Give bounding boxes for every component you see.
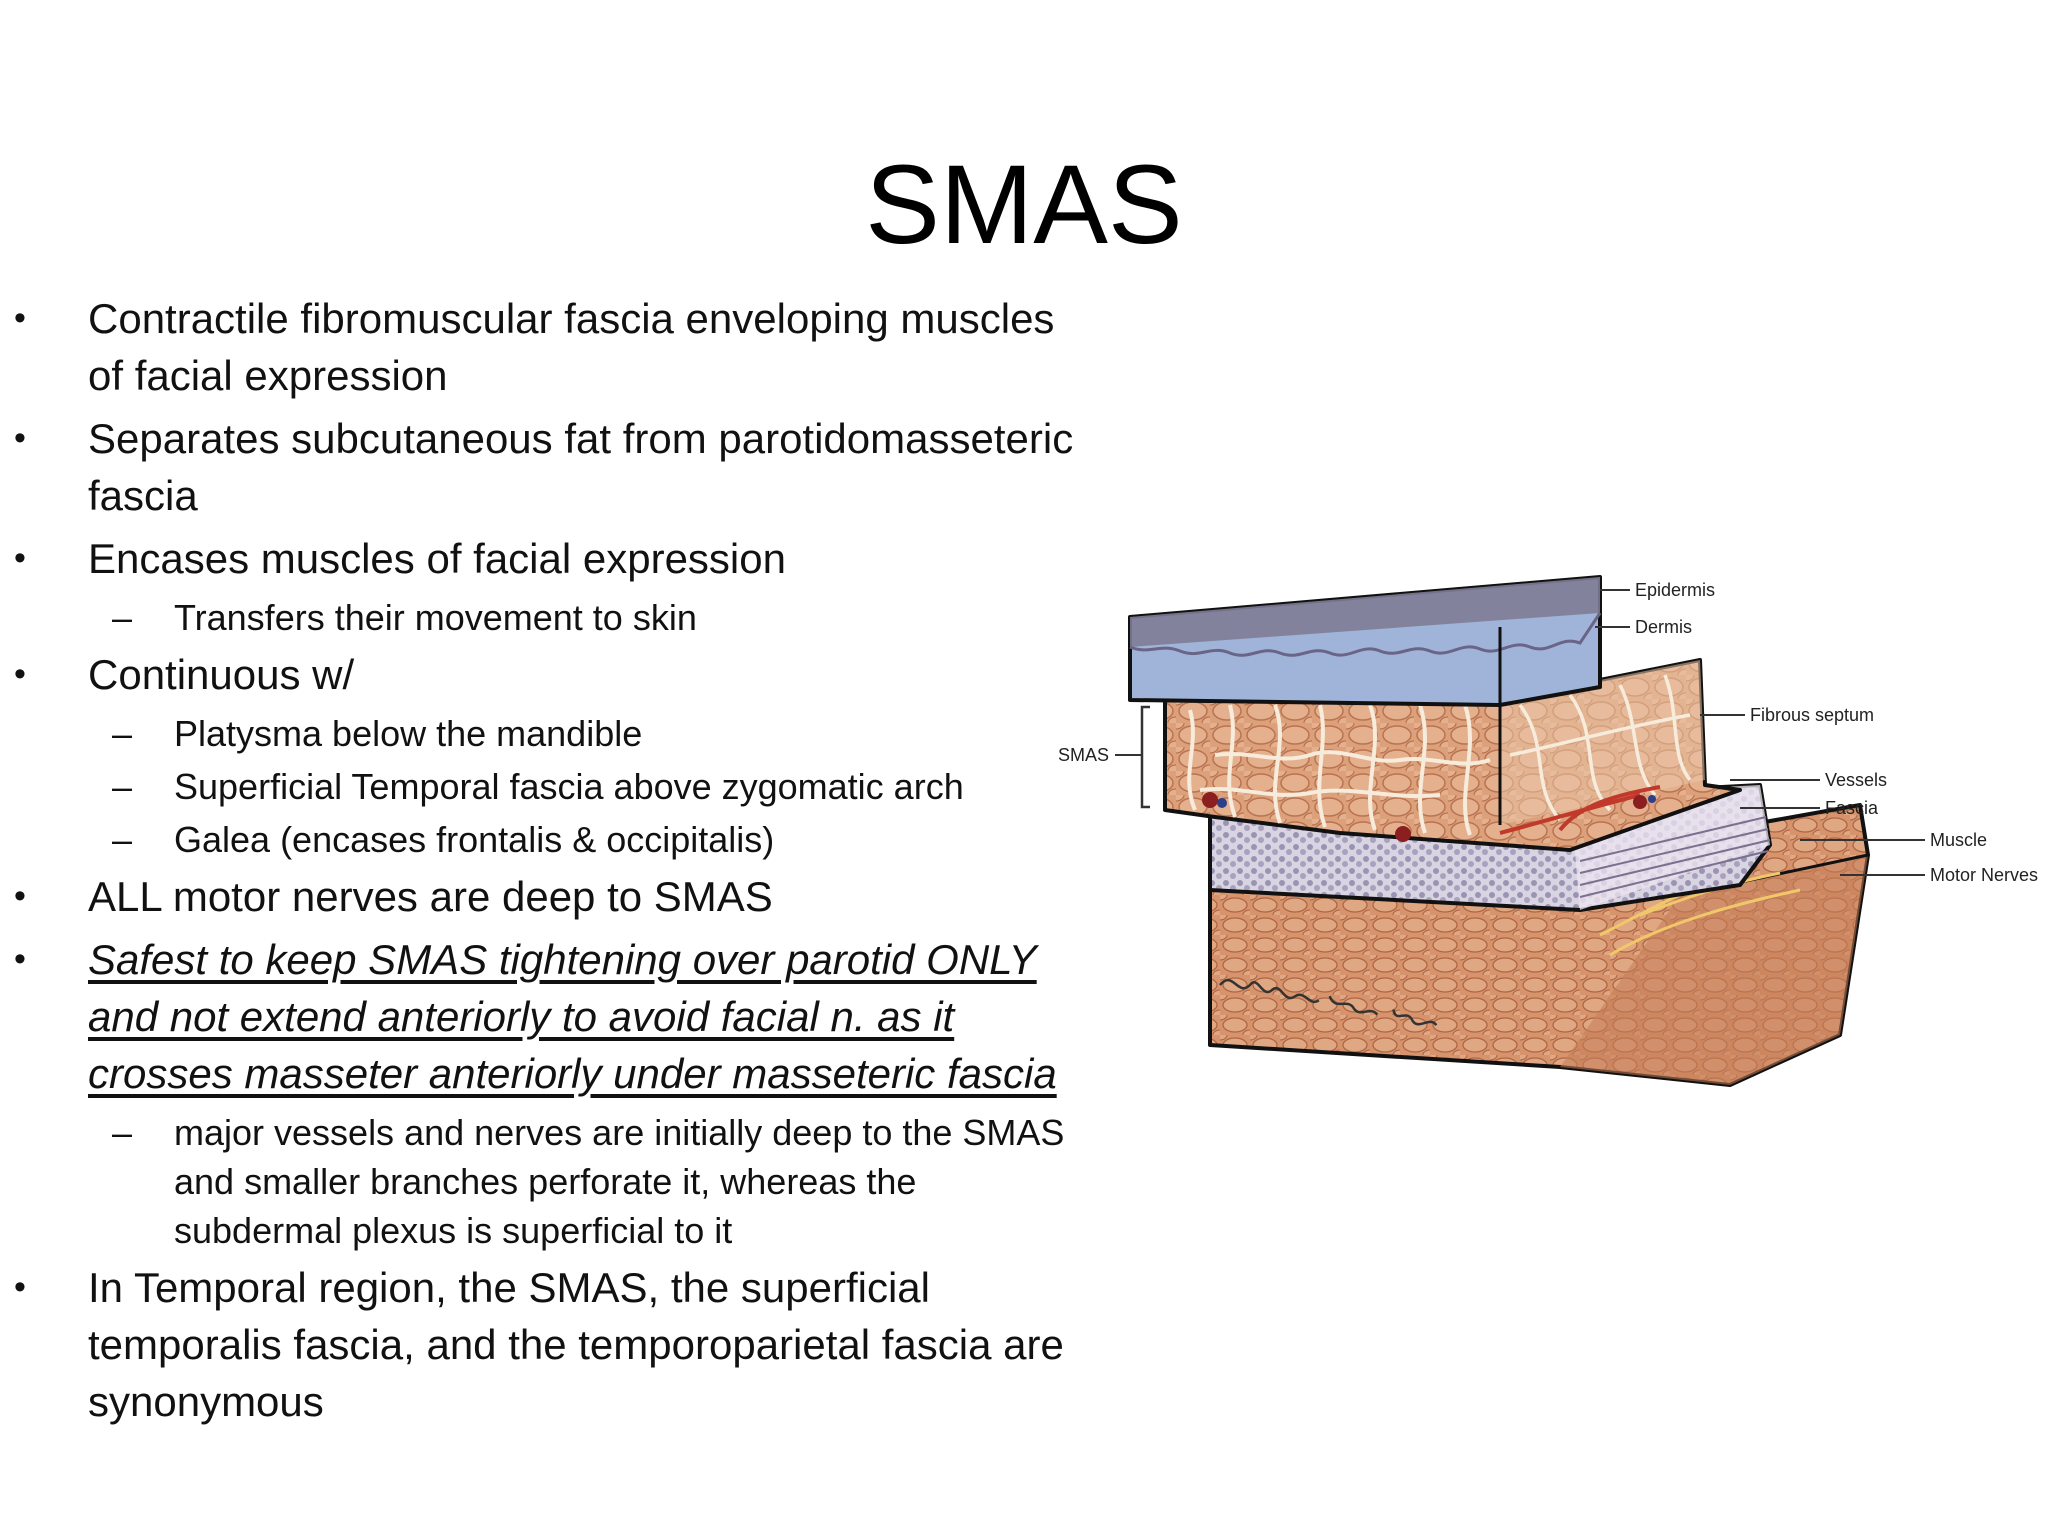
dash-icon: –	[112, 713, 133, 754]
label-smas: SMAS	[1058, 745, 1109, 765]
bullet-item: • ALL motor nerves are deep to SMAS	[0, 868, 1090, 925]
bullet-icon: •	[14, 299, 26, 337]
dash-icon: –	[112, 766, 133, 807]
bullet-text: Continuous w/	[88, 651, 355, 698]
sub-bullet-text: Transfers their movement to skin	[174, 597, 697, 638]
sub-bullet-text: Galea (encases frontalis & occipitalis)	[174, 819, 775, 860]
artist-signature	[1219, 978, 1438, 1027]
bullet-item: • Separates subcutaneous fat from parotid…	[0, 410, 1090, 524]
bullet-icon: •	[14, 419, 26, 457]
label-fibrous-septum: Fibrous septum	[1750, 705, 1874, 725]
bullet-item: • Encases muscles of facial expression	[0, 530, 1090, 587]
sub-bullet-text: Platysma below the mandible	[174, 713, 643, 754]
bullet-text: Contractile fibromuscular fascia envelop…	[88, 295, 1055, 399]
bullet-list: • Contractile fibromuscular fascia envelo…	[0, 290, 1090, 1436]
bullet-icon: •	[14, 539, 26, 577]
dash-icon: –	[112, 597, 133, 638]
bullet-text-emphasis: Safest to keep SMAS tightening over paro…	[88, 936, 1057, 1097]
sub-bullet-item: –Platysma below the mandible	[0, 709, 1090, 758]
bullet-icon: •	[14, 1268, 26, 1306]
label-epidermis: Epidermis	[1635, 580, 1715, 600]
bullet-item: • In Temporal region, the SMAS, the super…	[0, 1259, 1090, 1430]
bullet-icon: •	[14, 940, 26, 978]
skin-layer	[1128, 575, 1602, 707]
dash-icon: –	[112, 819, 133, 860]
bullet-icon: •	[14, 877, 26, 915]
dash-icon: –	[112, 1112, 133, 1153]
bullet-icon: •	[14, 655, 26, 693]
bullet-text: Separates subcutaneous fat from parotido…	[88, 415, 1074, 519]
bullet-text: Encases muscles of facial expression	[88, 535, 786, 582]
smas-layers-illustration: Epidermis Dermis Fibrous septum SMAS Ves…	[1058, 575, 2038, 1087]
bullet-item: • Contractile fibromuscular fascia envelo…	[0, 290, 1090, 404]
label-fascia: Fascia	[1825, 798, 1879, 818]
label-muscle: Muscle	[1930, 830, 1987, 850]
sub-bullet-item: –Galea (encases frontalis & occipitalis)	[0, 815, 1090, 864]
label-vessels: Vessels	[1825, 770, 1887, 790]
smas-fat-layer	[1163, 658, 1742, 852]
sub-bullet-text: major vessels and nerves are initially d…	[174, 1112, 1065, 1251]
sub-bullet-item: –major vessels and nerves are initially …	[0, 1108, 1090, 1255]
sub-bullet-item: –Superficial Temporal fascia above zygom…	[0, 762, 1090, 811]
label-dermis: Dermis	[1635, 617, 1692, 637]
sub-bullet-text: Superficial Temporal fascia above zygoma…	[174, 766, 964, 807]
bullet-text: ALL motor nerves are deep to SMAS	[88, 873, 773, 920]
bullet-text: In Temporal region, the SMAS, the superf…	[88, 1264, 1064, 1425]
sub-bullet-item: –Transfers their movement to skin	[0, 593, 1090, 642]
label-motor-nerves: Motor Nerves	[1930, 865, 2038, 885]
bullet-item: • Continuous w/	[0, 646, 1090, 703]
bullet-item: • Safest to keep SMAS tightening over par…	[0, 931, 1090, 1102]
slide-title: SMAS	[865, 142, 1183, 267]
